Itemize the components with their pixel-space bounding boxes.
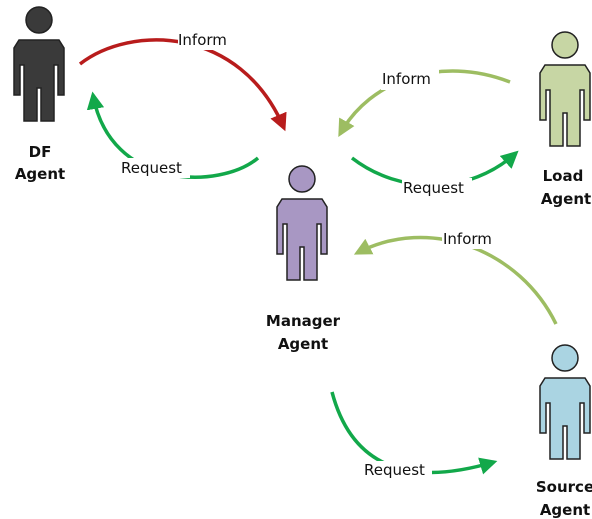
source-inform-arrow [353,235,558,325]
source-inform-label: Inform [443,230,492,248]
load-request-label-bg [402,178,472,198]
load-request-label: Request [403,179,464,197]
load-agent-label-line1: Load [543,167,584,185]
manager-agent-person-icon [276,165,328,281]
df-request-label-bg [120,158,190,178]
df-agent-label-line2: Agent [15,165,65,183]
load-agent-label-line2: Agent [541,190,591,208]
df-agent: DF Agent [13,6,65,183]
manager-agent-label-line2: Agent [278,335,328,353]
df-request-label: Request [121,159,182,177]
manager-agent: Manager Agent [266,165,341,353]
source-agent-person-icon [539,344,591,460]
df-agent-label-line1: DF [29,143,52,161]
source-agent: Source Agent [536,344,592,519]
df-inform-label: Inform [178,31,227,49]
df-inform-label-bg [178,30,238,50]
load-agent: Load Agent [539,31,591,208]
load-inform-label: Inform [382,70,431,88]
load-inform-label-bg [381,70,439,90]
df-inform-arrow [78,38,287,132]
load-agent-person-icon [539,31,591,147]
source-inform-label-bg [442,229,500,249]
manager-agent-label-line1: Manager [266,312,341,330]
df-agent-person-icon [13,6,65,122]
source-request-label-bg [364,461,432,481]
source-request-label: Request [364,461,425,479]
source-agent-label-line1: Source [536,478,592,496]
source-agent-label-line2: Agent [540,501,590,519]
